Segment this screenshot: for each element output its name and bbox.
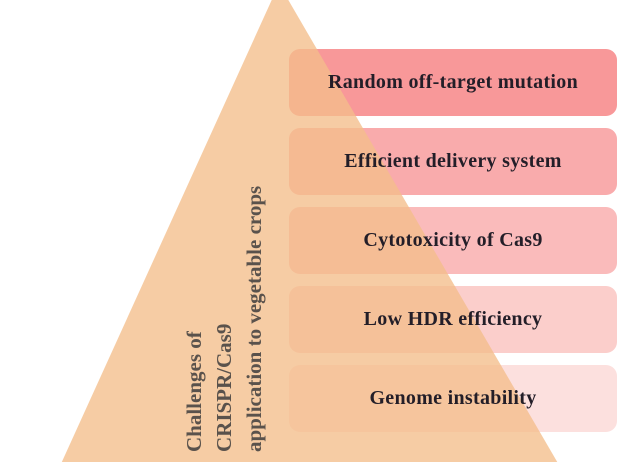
challenge-box-label: Cytotoxicity of Cas9 — [363, 229, 543, 251]
challenge-box-label: Genome instability — [369, 387, 537, 409]
challenge-box-label: Random off-target mutation — [328, 71, 578, 93]
pyramid-axis-label: Challenges of CRISPR/Cas9 application to… — [179, 122, 269, 452]
pyramid-axis-label-line: application to vegetable crops — [242, 185, 266, 452]
pyramid-triangle-shape — [61, 0, 558, 462]
pyramid-axis-label-line: Challenges of — [182, 331, 206, 452]
challenge-box-label: Low HDR efficiency — [363, 308, 543, 330]
challenge-box-label: Efficient delivery system — [344, 150, 562, 172]
pyramid-axis-label-line: CRISPR/Cas9 — [212, 323, 236, 452]
